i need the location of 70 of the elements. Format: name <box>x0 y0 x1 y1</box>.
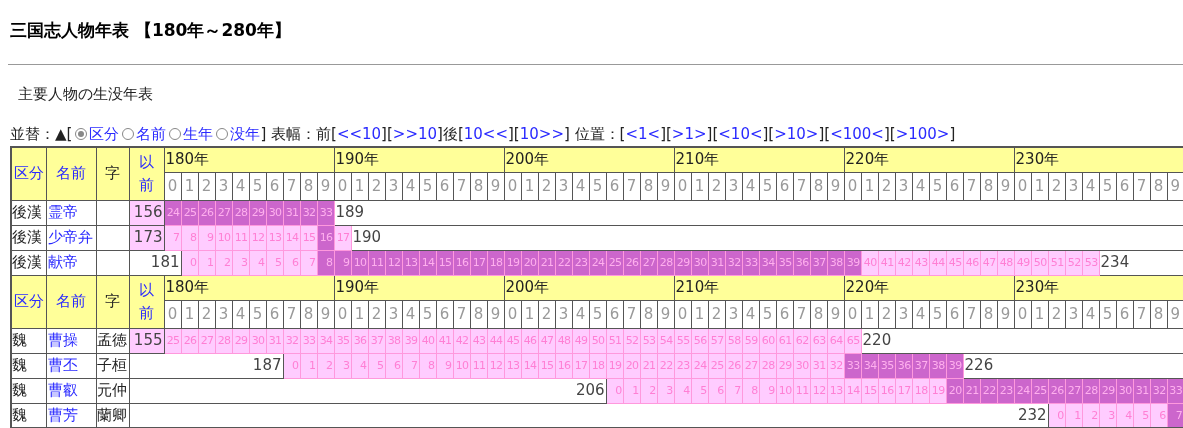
nav-link: <100< <box>830 124 884 145</box>
toolbar-text: ][ <box>883 124 896 145</box>
dynasty-name: 魏 <box>11 403 46 428</box>
sort-link: 名前 <box>56 164 86 183</box>
sort-link: 名前 <box>136 124 167 145</box>
year-header: 230年 <box>1014 147 1183 172</box>
nav-link: 10>> <box>519 124 564 145</box>
toolbar-text: 並替：▲[ <box>10 124 73 145</box>
person-link: 曹丕 <box>47 356 78 374</box>
toolbar-text: ][ <box>660 124 672 145</box>
toolbar-text: ] 位置：[ <box>563 124 626 145</box>
nav-link: >100> <box>895 124 950 145</box>
year-header: 190年 <box>334 147 505 172</box>
dynasty-name: 魏 <box>11 328 46 353</box>
sort-link: 名前 <box>56 292 86 310</box>
person-link: 少帝弁 <box>47 228 93 246</box>
toolbar-text: ][ <box>381 124 393 145</box>
nav-link: >1> <box>671 124 707 145</box>
year-header: 230年 <box>1014 275 1183 300</box>
dynasty-name: 後漢 <box>11 250 46 275</box>
nav-link: >>10 <box>392 124 438 145</box>
dynasty-name: 後漢 <box>11 200 46 225</box>
toolbar-text: ]後[ <box>437 124 464 145</box>
birth-year: 187 <box>129 353 283 378</box>
nav-link: <1< <box>625 124 661 145</box>
year-header: 210年 <box>674 275 845 300</box>
person-link: 献帝 <box>47 253 78 271</box>
year-header: 220年 <box>844 275 1015 300</box>
death-year: 220 <box>861 328 1183 353</box>
sort-link: 区分 <box>89 124 120 145</box>
column-header: 字 <box>96 147 129 200</box>
dynasty-name: 魏 <box>11 353 46 378</box>
toolbar-text: ][ <box>818 124 831 145</box>
column-header: 字 <box>96 275 129 328</box>
person-link: 霊帝 <box>47 203 78 221</box>
year-header: 180年 <box>164 275 334 300</box>
sort-link: 没年 <box>230 124 261 145</box>
sort-link: 以前 <box>139 280 154 324</box>
birth-year: 232 <box>129 403 1049 428</box>
sort-link: 以前 <box>139 152 154 196</box>
year-header: 200年 <box>504 147 675 172</box>
nav-link: <<10 <box>336 124 382 145</box>
year-header: 210年 <box>674 147 845 172</box>
toolbar-text: ] <box>949 124 956 145</box>
year-header: 220年 <box>844 147 1015 172</box>
year-header: 190年 <box>334 275 505 300</box>
dynasty-name: 魏 <box>11 378 46 403</box>
sort-link: 区分 <box>13 292 44 310</box>
toolbar-text: ][ <box>706 124 719 145</box>
toolbar-text: ][ <box>762 124 775 145</box>
page-title: 三国志人物年表 【180年～280年】 <box>10 19 291 42</box>
death-year: 189 <box>334 200 1183 225</box>
subtitle: 主要人物の生没年表 <box>18 84 153 105</box>
year-header: 200年 <box>504 275 675 300</box>
death-year: 190 <box>351 225 1183 250</box>
year-header: 180年 <box>164 147 334 172</box>
nav-link: >10> <box>774 124 819 145</box>
nav-link: <10< <box>718 124 763 145</box>
toolbar-text: ][ <box>508 124 520 145</box>
person-link: 曹叡 <box>47 381 78 399</box>
dynasty-name: 後漢 <box>11 225 46 250</box>
sort-link: 区分 <box>13 164 44 183</box>
nav-link: 10<< <box>463 124 508 145</box>
birth-year: 206 <box>129 378 607 403</box>
person-link: 曹芳 <box>47 405 78 424</box>
toolbar-text: ] 表幅：前[ <box>260 124 337 145</box>
death-year: 226 <box>963 353 1183 378</box>
death-year: 234 <box>1099 250 1183 275</box>
sort-link: 生年 <box>183 124 214 145</box>
person-link: 曹操 <box>47 331 78 349</box>
